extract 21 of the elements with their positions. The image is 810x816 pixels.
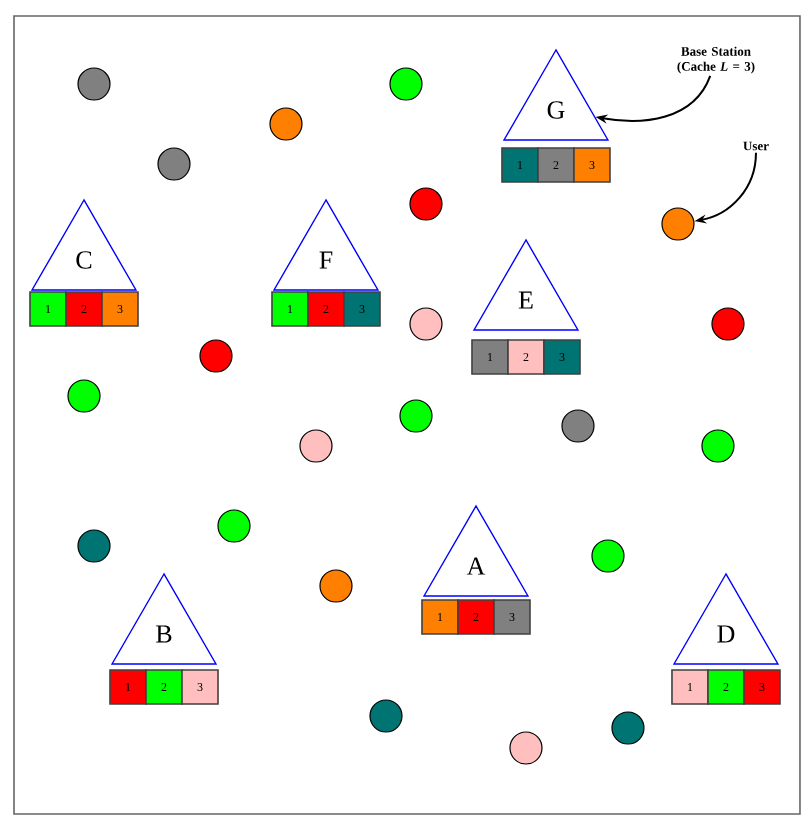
user-circle: [409, 307, 443, 341]
user-circle: [389, 67, 423, 101]
user-circle: [409, 187, 443, 221]
user-circle: [77, 67, 111, 101]
user-circle: [299, 429, 333, 463]
user-circle: [611, 711, 645, 745]
user-circle: [199, 339, 233, 373]
user-circle: [561, 409, 595, 443]
user-circle: [217, 509, 251, 543]
user-circle: [399, 399, 433, 433]
user-circle: [369, 699, 403, 733]
user-circle: [661, 207, 695, 241]
user-circle: [701, 429, 735, 463]
user-circle: [269, 107, 303, 141]
user-circle: [157, 147, 191, 181]
user-circle: [591, 539, 625, 573]
user-circle: [77, 529, 111, 563]
user-circle: [67, 379, 101, 413]
user-circle: [509, 731, 543, 765]
user-circle: [319, 569, 353, 603]
user-circle: [711, 307, 745, 341]
